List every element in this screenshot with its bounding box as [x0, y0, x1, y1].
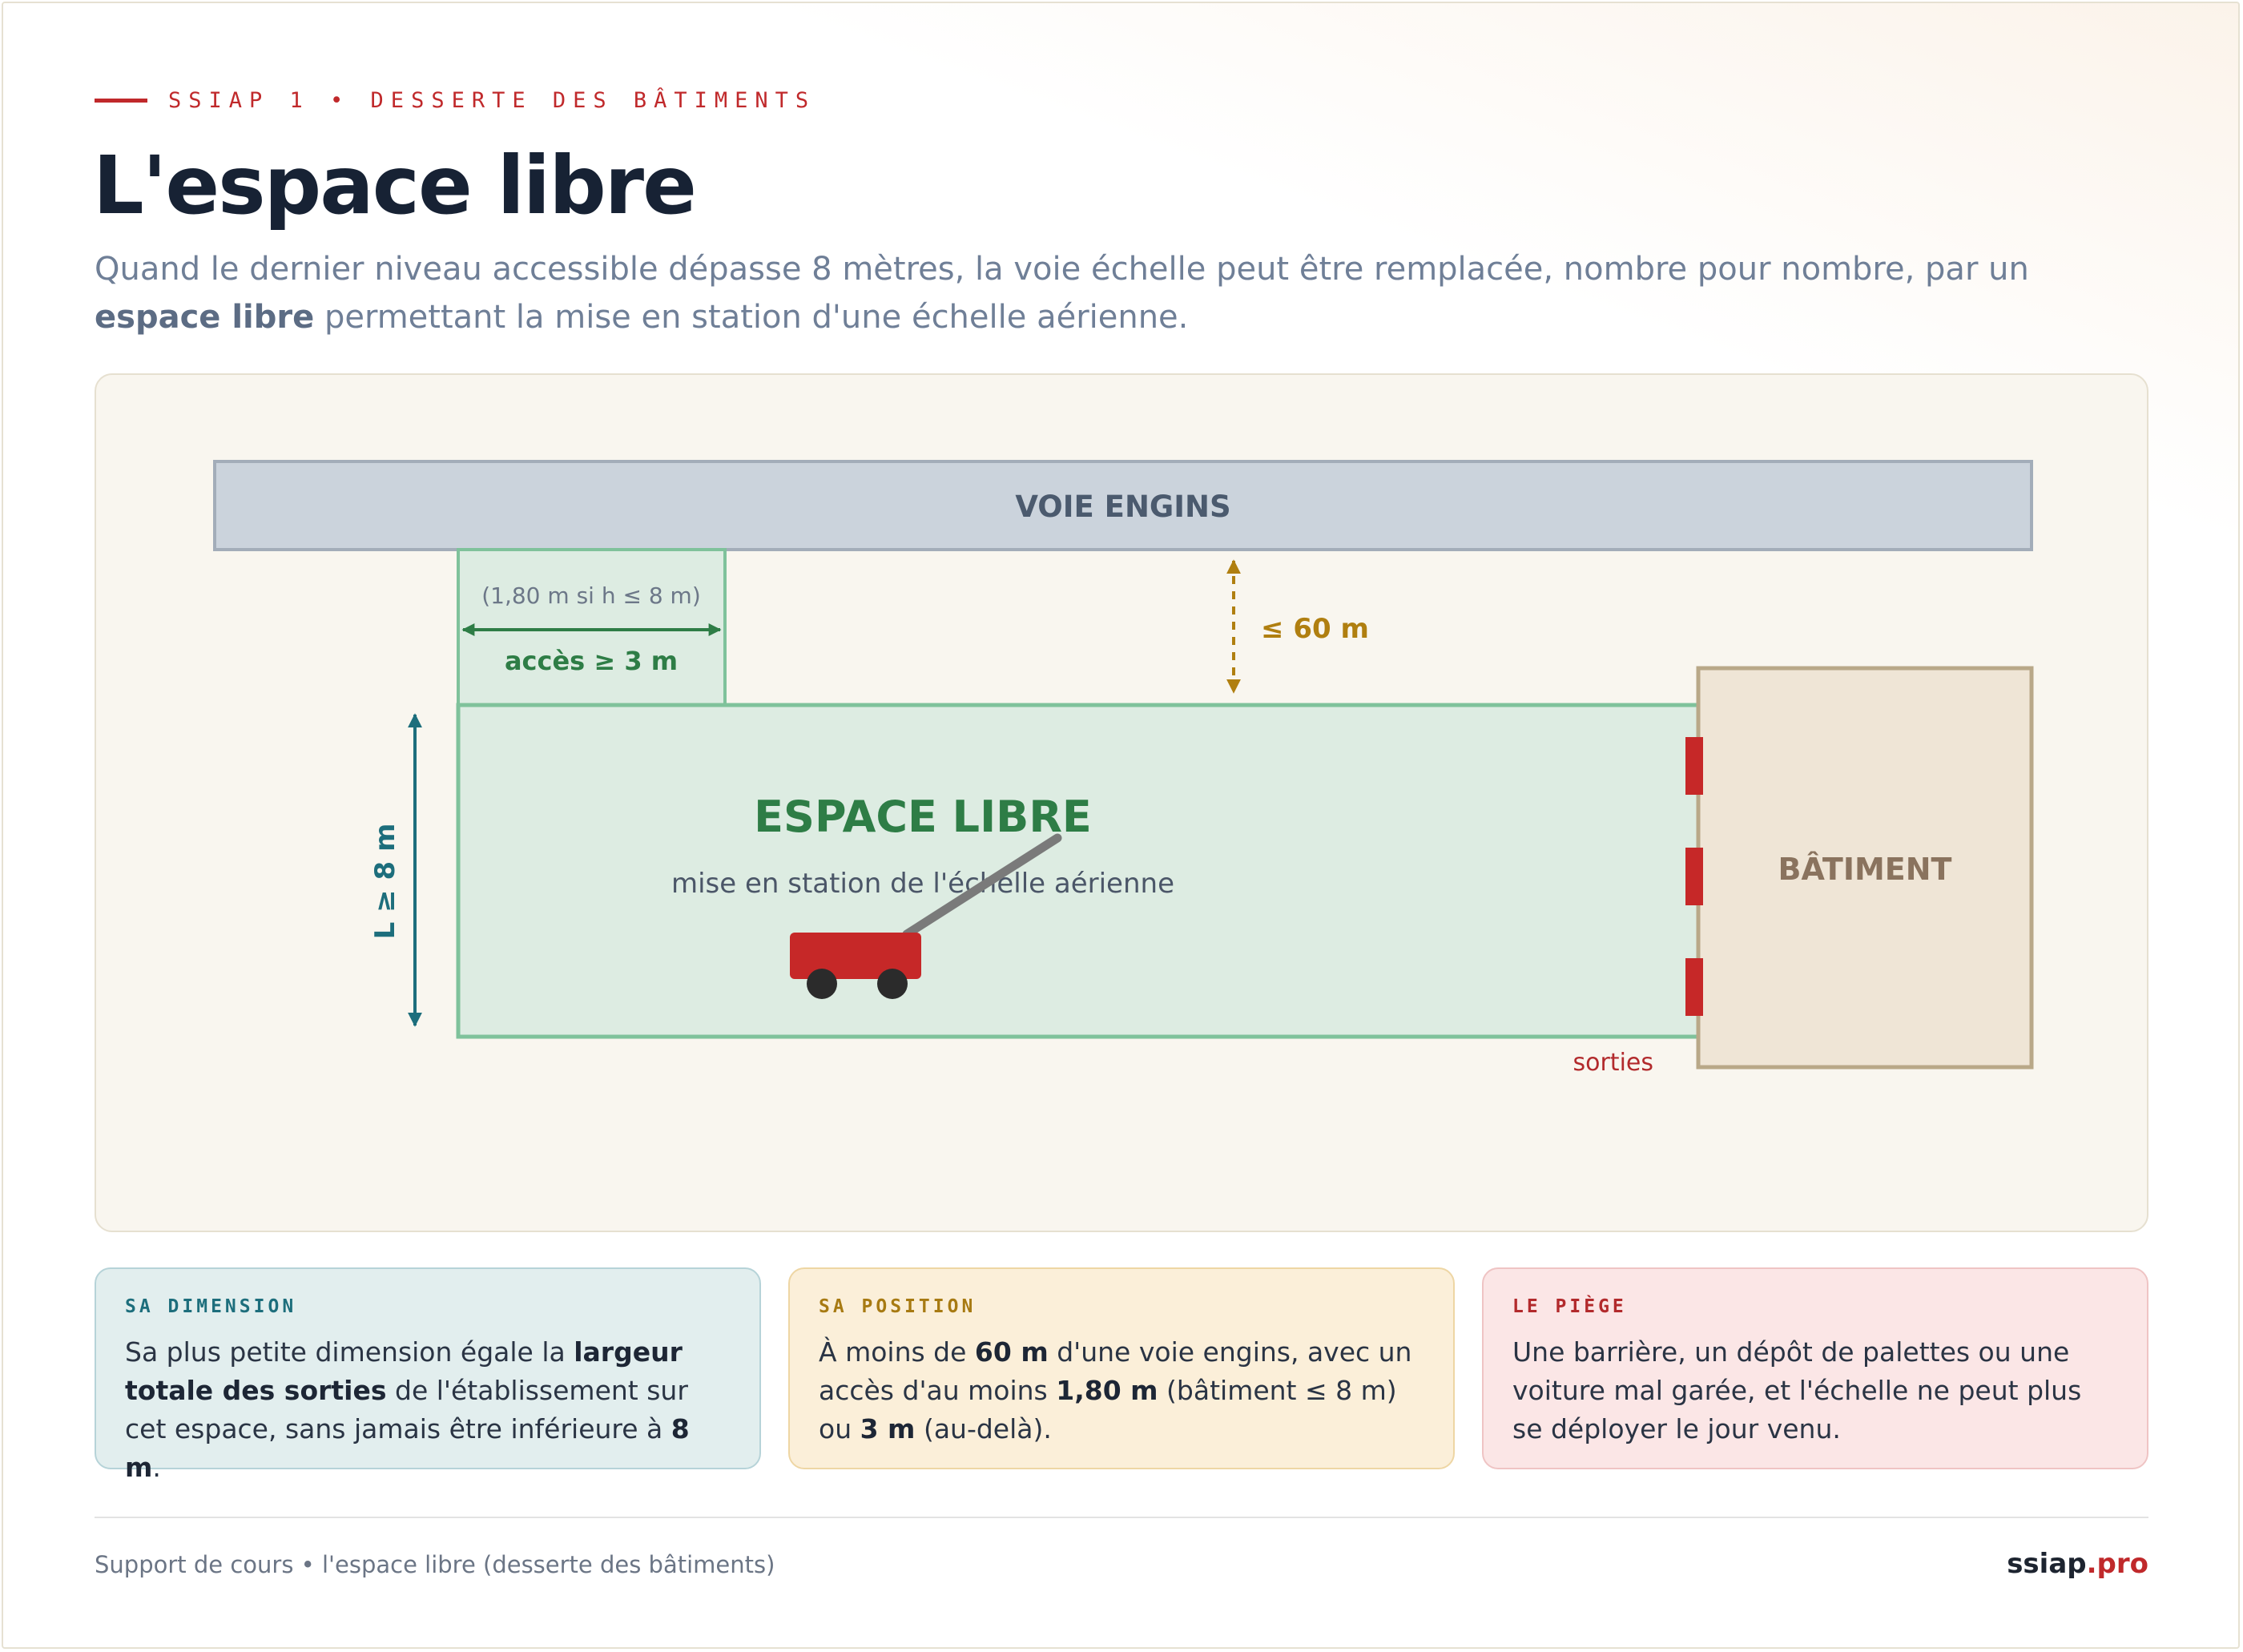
intro-part-1: Quand le dernier niveau accessible dépas…: [95, 251, 2029, 288]
exits-label: sorties: [1573, 1049, 1653, 1077]
kicker-bar: [95, 98, 147, 103]
footer-brand: ssiap.pro: [2007, 1548, 2148, 1580]
distance-label: ≤ 60 m: [1261, 613, 1369, 645]
info-cards: SA DIMENSION Sa plus petite dimension ég…: [95, 1267, 2148, 1483]
length-label: L ≥ 8 m: [369, 824, 401, 940]
card-trap: LE PIÈGE Une barrière, un dépôt de palet…: [1482, 1267, 2148, 1469]
text-bold: 1,80 m: [1056, 1375, 1158, 1406]
text-part: d'une voie engins, avec un accès d'au mo…: [819, 1336, 1412, 1406]
zone-title: ESPACE LIBRE: [754, 792, 1092, 842]
road-label: VOIE ENGINS: [1015, 490, 1230, 524]
card-dimension: SA DIMENSION Sa plus petite dimension ég…: [95, 1267, 761, 1483]
text-part: À moins de: [819, 1336, 975, 1368]
footer-divider: [95, 1517, 2148, 1518]
exit-marker: [1685, 848, 1703, 905]
footer-caption: Support de cours • l'espace libre (desse…: [95, 1551, 775, 1578]
card-trap-text: Une barrière, un dépôt de palettes ou un…: [1512, 1336, 2082, 1444]
exit-marker: [1685, 737, 1703, 795]
access-corridor: [457, 548, 727, 707]
brand-main: ssiap: [2007, 1548, 2087, 1580]
building: [1696, 666, 2034, 1070]
text-bold: 3 m: [860, 1413, 916, 1444]
text-bold: largeur totale des sorties: [125, 1336, 683, 1406]
kicker-text: SSIAP 1 • DESSERTE DES BÂTIMENTS: [168, 87, 816, 113]
exit-marker: [1685, 958, 1703, 1016]
building-label: BÂTIMENT: [1778, 852, 1952, 887]
card-trap-title: LE PIÈGE: [1512, 1296, 1627, 1317]
text-part: (bâtiment ≤ 8 m) ou: [819, 1375, 1397, 1444]
card-position: SA POSITION À moins de 60 m d'une voie e…: [788, 1267, 1455, 1469]
intro-bold: espace libre: [95, 299, 315, 336]
section-kicker: SSIAP 1 • DESSERTE DES BÂTIMENTS: [95, 87, 815, 114]
zone-subtitle: mise en station de l'échelle aérienne: [671, 868, 1174, 900]
ladder-truck-icon: [790, 833, 1062, 999]
text-bold: 60 m: [974, 1336, 1049, 1368]
access-note: (1,80 m si h ≤ 8 m): [481, 582, 701, 609]
voie-engins-road: [213, 460, 2033, 551]
diagram-canvas: VOIE ENGINS (1,80 m si h ≤ 8 m) accès ≥ …: [213, 460, 2034, 1077]
page-title: L'espace libre: [93, 139, 697, 232]
text-bold: 8 m: [125, 1413, 690, 1483]
access-label: accès ≥ 3 m: [505, 646, 678, 676]
card-dimension-title: SA DIMENSION: [125, 1296, 297, 1317]
intro-text: Quand le dernier niveau accessible dépas…: [95, 245, 2041, 341]
espace-libre-diagram: VOIE ENGINS (1,80 m si h ≤ 8 m) accès ≥ …: [95, 373, 2148, 1232]
brand-accent: .pro: [2086, 1548, 2148, 1580]
card-position-text: À moins de 60 m d'une voie engins, avec …: [819, 1333, 1424, 1449]
card-dimension-text: Sa plus petite dimension égale la largeu…: [125, 1333, 731, 1487]
espace-libre-zone: [456, 703, 1701, 1039]
card-position-title: SA POSITION: [819, 1296, 977, 1317]
text-part: de l'établissement sur cet espace, sans …: [125, 1375, 688, 1444]
text-part: .: [152, 1452, 161, 1483]
text-part: Sa plus petite dimension égale la: [125, 1336, 574, 1368]
text-part: (au-delà).: [915, 1413, 1052, 1444]
intro-part-2: permettant la mise en station d'une éche…: [314, 299, 1189, 336]
